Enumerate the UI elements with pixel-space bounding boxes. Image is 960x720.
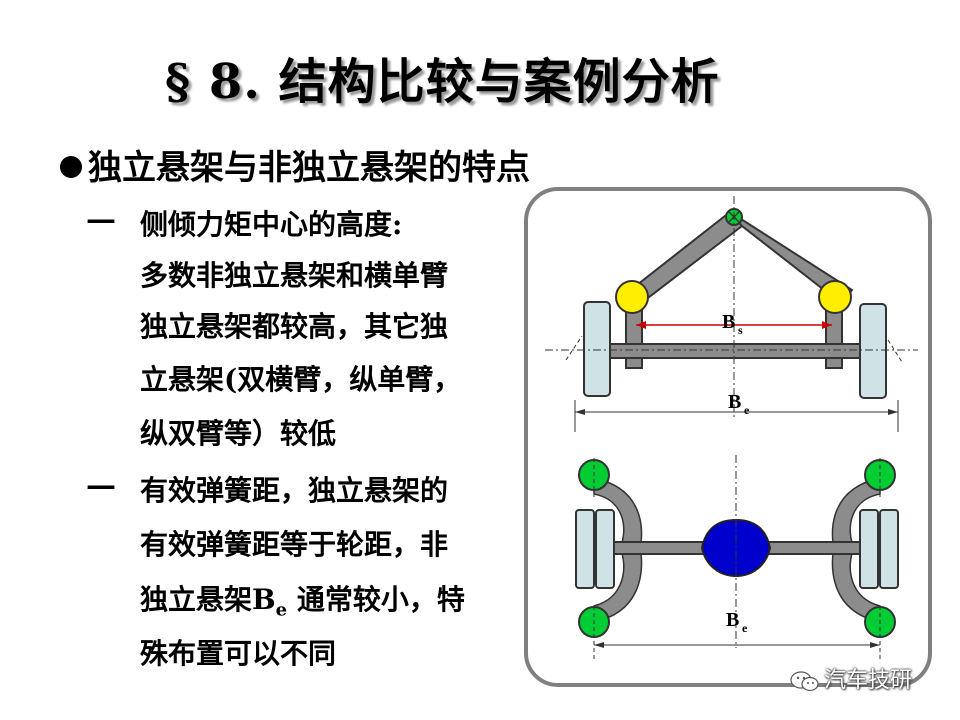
item1-line1: 侧倾力矩中心的高度:	[140, 208, 403, 241]
joint-yellow-left	[615, 280, 649, 314]
be-bottom-label-sub: e	[742, 621, 748, 635]
bullet-dot-icon	[60, 156, 82, 178]
watermark: 汽车技研	[790, 662, 912, 694]
top-tire-left	[583, 301, 611, 397]
item2-line3-before: 独立悬架B	[140, 583, 276, 616]
item1-line5: 纵双臂等）较低	[140, 417, 337, 450]
bottom-tire-left-outer	[575, 509, 595, 589]
bs-label-main: B	[722, 311, 735, 333]
be-bottom-label-main: B	[726, 609, 739, 631]
section-heading: 独立悬架与非独立悬架的特点	[60, 140, 530, 189]
wechat-icon	[790, 671, 819, 692]
item1-line2: 多数非独立悬架和横单臂	[140, 259, 449, 292]
top-tire-right	[859, 303, 887, 399]
item2-line1: 有效弹簧距，独立悬架的	[140, 474, 449, 507]
be-top-label-main: B	[728, 391, 741, 413]
item2-line3: 独立悬架Be 通常较小，特	[140, 578, 465, 621]
item2-line3-after: 通常较小，特	[287, 583, 465, 616]
joint-yellow-right	[818, 280, 852, 314]
watermark-text: 汽车技研	[824, 668, 913, 693]
bottom-tire-left-inner	[595, 509, 615, 589]
dash-marker-2: —	[86, 468, 116, 503]
top-axle	[609, 343, 861, 359]
item1-line4: 立悬架(双横臂，纵单臂，	[140, 363, 462, 396]
item2-line2: 有效弹簧距等于轮距，非	[140, 528, 449, 561]
bottom-tire-right-inner	[859, 509, 879, 589]
dash-marker-1: —	[86, 202, 116, 237]
item2-line3-sub: e	[275, 599, 288, 621]
heading-text: 独立悬架与非独立悬架的特点	[88, 148, 530, 188]
be-top-label-sub: e	[744, 403, 750, 417]
page-title: § 8. 结构比较与案例分析	[165, 54, 720, 110]
bottom-tire-right-outer	[879, 509, 899, 589]
item2-line4: 殊布置可以不同	[140, 637, 337, 670]
bs-label-sub: s	[738, 323, 743, 337]
item1-line3: 独立悬架都较高，其它独	[140, 310, 449, 343]
